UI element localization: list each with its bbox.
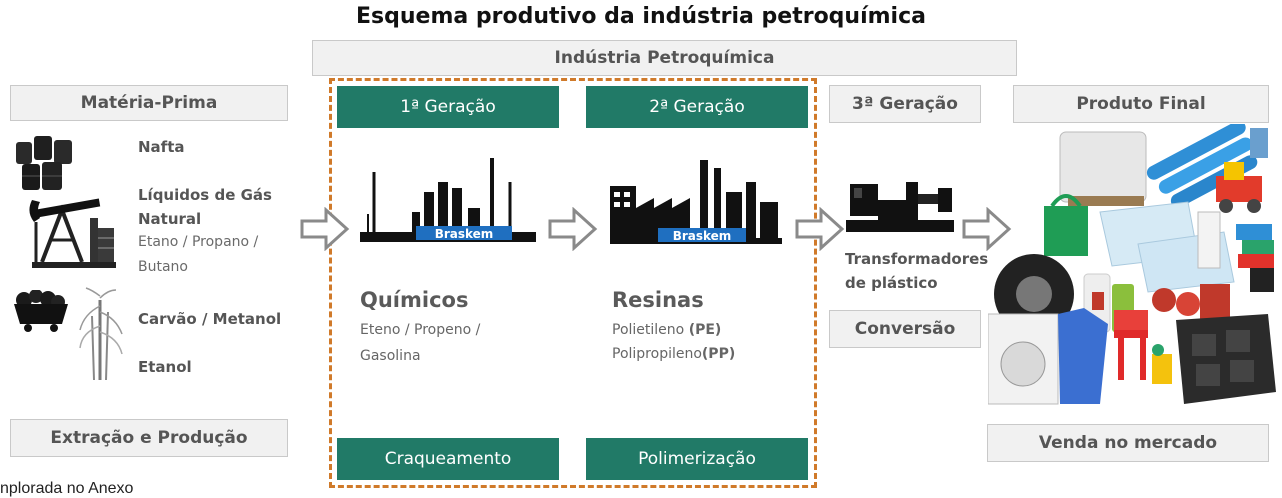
lgn-label-line1: Líquidos de Gás xyxy=(138,186,272,204)
arrow-right-icon xyxy=(300,207,350,251)
plastic-products-collage-image xyxy=(988,124,1276,405)
arrow-right-icon xyxy=(795,207,845,251)
coal-cart-icon xyxy=(14,290,68,332)
gen3-header: 3ª Geração xyxy=(829,85,981,123)
gen2-line1-text: Polietileno xyxy=(612,322,685,338)
footnote-text: nplorada no Anexo xyxy=(0,480,134,497)
gen2-footer: Polimerização xyxy=(586,438,808,480)
gen1-title: Químicos xyxy=(360,288,469,312)
petrochemical-dashed-region xyxy=(329,78,817,488)
lgn-sub-line2: Butano xyxy=(138,259,188,275)
oil-barrels-icon xyxy=(16,136,72,190)
gen2-line2-text: Polipropileno xyxy=(612,346,702,362)
braskem-logo: Braskem xyxy=(434,227,494,241)
final-product-footer: Venda no mercado xyxy=(987,424,1269,462)
etanol-label: Etanol xyxy=(138,358,192,376)
gen2-header: 2ª Geração xyxy=(586,86,808,128)
injection-molding-machine-icon xyxy=(846,182,954,232)
oil-pumpjack-icon xyxy=(29,198,116,268)
braskem-logo: Braskem xyxy=(672,229,732,243)
final-product-header: Produto Final xyxy=(1013,85,1269,123)
gen1-footer: Craqueamento xyxy=(337,438,559,480)
gen2-line1-code: (PE) xyxy=(688,322,722,338)
gen3-label2: de plástico xyxy=(845,274,938,292)
arrow-right-icon xyxy=(962,207,1012,251)
gen1-line2: Gasolina xyxy=(360,348,421,364)
gen3-footer: Conversão xyxy=(829,310,981,348)
lgn-label-line2: Natural xyxy=(138,210,202,228)
raw-material-header: Matéria-Prima xyxy=(10,85,288,121)
gen2-line2-code: (PP) xyxy=(701,346,736,362)
page-title: Esquema produtivo da indústria petroquím… xyxy=(355,4,926,29)
industry-header: Indústria Petroquímica xyxy=(312,40,1017,76)
gen3-label1: Transformadores xyxy=(845,250,989,268)
raw-material-footer: Extração e Produção xyxy=(10,419,288,457)
gen1-header: 1ª Geração xyxy=(337,86,559,128)
factory-icon xyxy=(610,160,782,244)
arrow-right-icon xyxy=(548,207,598,251)
cracker-plant-icon xyxy=(360,158,536,242)
nafta-label: Nafta xyxy=(138,138,185,156)
lgn-sub-line1: Etano / Propano / xyxy=(138,234,259,250)
gen2-title: Resinas xyxy=(612,288,704,312)
carvao-label: Carvão / Metanol xyxy=(138,310,282,328)
sugarcane-icon xyxy=(79,287,123,381)
gen1-line1: Eteno / Propeno / xyxy=(360,322,481,338)
